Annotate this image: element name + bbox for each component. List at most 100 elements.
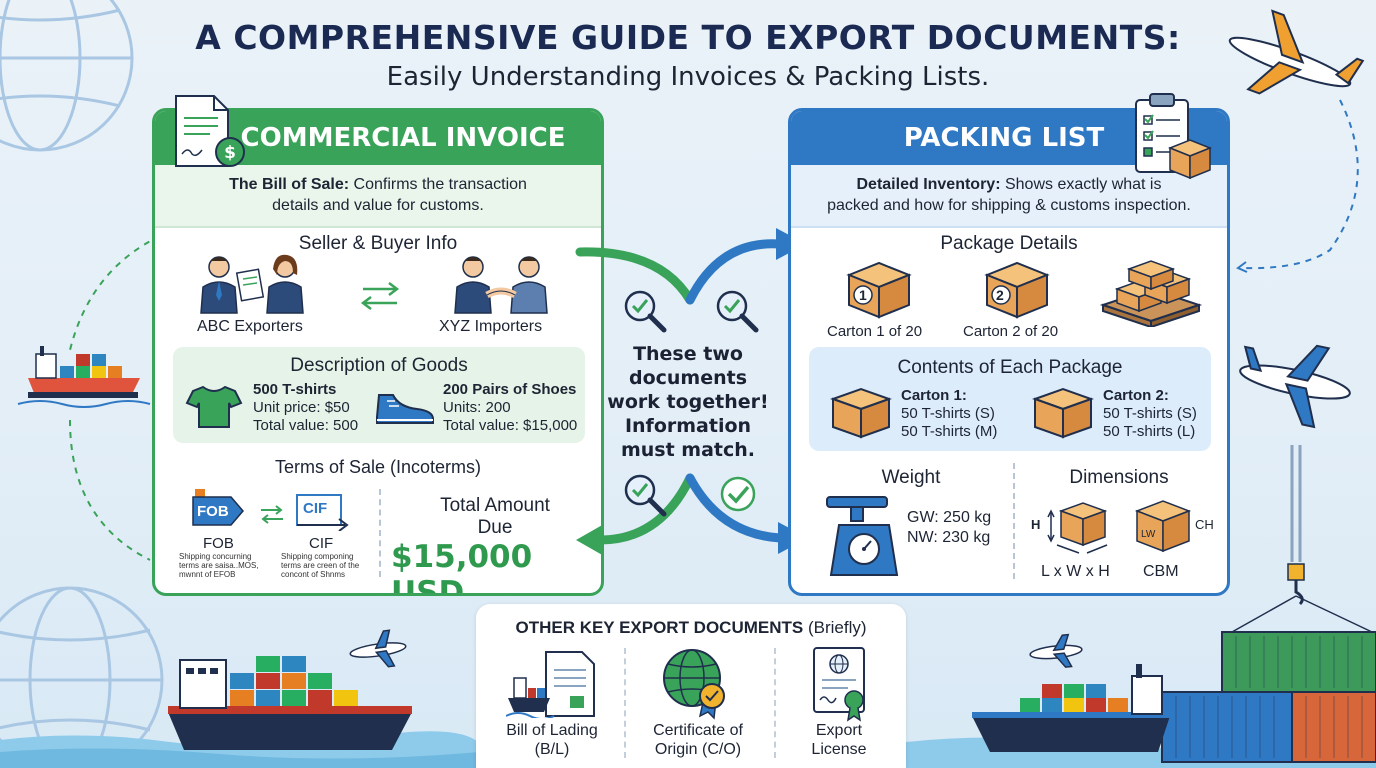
dimensions-title: Dimensions — [1069, 467, 1169, 488]
goods-item-line: Units: 200 — [443, 399, 511, 416]
other-document-line: License — [811, 741, 867, 758]
contents-line: 50 T-shirts (M) — [901, 423, 998, 440]
invoice-document-icon: $ — [175, 95, 245, 167]
cbm-lw-label: LW — [1141, 529, 1156, 540]
bill-of-lading-icon — [506, 651, 595, 718]
carton1-label: Carton 1 of 20 — [827, 323, 923, 340]
globe-icon — [0, 0, 134, 152]
fob-note: Shipping concurning terms are saisa..MOS… — [179, 552, 259, 579]
carton-number: 1 — [859, 287, 867, 303]
packing-list-panel: PACKING LIST Detailed Inventory: Shows e… — [788, 108, 1230, 596]
other-documents-box: OTHER KEY EXPORT DOCUMENTS (Briefly) Bil… — [476, 604, 906, 768]
contents-title: Contents of Each Package — [897, 357, 1123, 378]
exchange-arrows-icon — [360, 282, 400, 310]
goods-item-line: Total value: 500 — [253, 417, 359, 434]
cif-label: CIF — [309, 535, 334, 552]
center-message-line: work together! — [607, 391, 769, 413]
center-message-line: documents — [628, 367, 748, 389]
goods-item-line: Unit price: $50 — [253, 399, 350, 416]
total-label-line: Total Amount — [440, 495, 550, 516]
carton-box-icon — [846, 261, 912, 319]
other-document-label: Export License — [780, 721, 898, 759]
invoice-lead-line2: details and value for customs. — [272, 197, 484, 214]
other-document-label: Bill of Lading (B/L) — [490, 721, 614, 759]
invoice-lead: The Bill of Sale: Confirms the transacti… — [155, 165, 601, 228]
carton2-label: Carton 2 of 20 — [963, 323, 1059, 340]
carton-number: 2 — [996, 287, 1004, 303]
commercial-invoice-panel: COMMERCIAL INVOICE The Bill of Sale: Con… — [152, 108, 604, 596]
total-label: Total Amount Due — [395, 495, 595, 539]
seller-buyer-title: Seller & Buyer Info — [298, 233, 458, 254]
carton-box-icon — [830, 387, 892, 439]
carton-box-icon — [984, 261, 1050, 319]
invoice-lead-key: The Bill of Sale: — [229, 176, 350, 193]
packing-lead-text: Shows exactly what is — [1000, 176, 1162, 193]
invoice-lead-text: Confirms the transaction — [349, 176, 527, 193]
other-document-line: Export — [815, 722, 863, 739]
center-message: These two documents work together! Infor… — [600, 342, 776, 462]
other-divider — [624, 648, 626, 758]
packing-lead: Detailed Inventory: Shows exactly what i… — [791, 165, 1227, 228]
fob-tag-label: FOB — [197, 503, 229, 520]
weighing-scale-icon — [826, 496, 899, 576]
cargo-ship-icon — [168, 656, 412, 750]
magnifier-check-icon — [624, 290, 667, 333]
center-message-line: These two — [633, 343, 743, 365]
airplane-icon — [1029, 633, 1083, 668]
seller-name: ABC Exporters — [197, 318, 303, 335]
fob-tag-icon — [192, 489, 244, 526]
tshirt-icon — [185, 385, 243, 428]
magnifier-check-icon — [624, 474, 667, 517]
shipping-containers-icon — [1161, 631, 1376, 763]
svg-text:$: $ — [224, 143, 236, 163]
terms-divider — [379, 489, 381, 577]
other-document-line: (B/L) — [534, 741, 570, 758]
contents-box: Contents of Each Package Carton 1: 50 T-… — [809, 347, 1211, 451]
other-document-line: Origin (C/O) — [654, 741, 742, 758]
seller-people-icon — [200, 254, 304, 314]
pallet-boxes-icon — [1099, 260, 1203, 327]
crane-hook-icon — [1231, 445, 1373, 633]
goods-item-name: 500 T-shirts — [253, 381, 337, 398]
goods-box: Description of Goods 500 T-shirts Unit p… — [173, 347, 585, 443]
airplane-icon — [1228, 9, 1365, 95]
cif-tag-icon — [296, 494, 349, 531]
contents-line: 50 T-shirts (S) — [1103, 405, 1197, 422]
magnifier-check-icon — [716, 290, 759, 333]
page-subtitle: Easily Understanding Invoices & Packing … — [386, 62, 990, 92]
cif-note: Shipping componing terms are creen of th… — [281, 552, 360, 579]
dimension-h-label: H — [1031, 517, 1041, 532]
packing-lead-key: Detailed Inventory: — [856, 176, 1001, 193]
packing-lead-line2: packed and how for shipping & customs in… — [827, 197, 1191, 214]
cargo-ship-icon — [17, 346, 151, 408]
fob-label: FOB — [203, 535, 234, 552]
terms-title: Terms of Sale (Incoterms) — [274, 457, 482, 477]
cbm-box-icon — [1134, 500, 1192, 553]
other-documents-title-suffix: (Briefly) — [803, 618, 867, 637]
contents-carton-head: Carton 2: — [1103, 387, 1169, 404]
dimensions-box-icon — [1047, 502, 1108, 554]
other-document-label: Certificate of Origin (C/O) — [630, 721, 766, 759]
center-message-line: must match. — [620, 439, 756, 461]
other-document-line: Bill of Lading — [506, 722, 598, 739]
buyer-name: XYZ Importers — [439, 318, 543, 335]
goods-title: Description of Goods — [290, 355, 468, 376]
export-license-icon — [813, 647, 865, 722]
cif-tag-label: CIF — [303, 500, 328, 517]
clipboard-checklist-icon — [1135, 93, 1213, 180]
total-label-line: Due — [477, 517, 513, 538]
other-divider — [774, 648, 776, 758]
dimension-lwh: L x W x H — [1041, 563, 1110, 580]
weight-title: Weight — [881, 467, 941, 488]
other-documents-title: OTHER KEY EXPORT DOCUMENTS (Briefly) — [476, 618, 906, 638]
airplane-icon — [1239, 344, 1351, 429]
globe-icon — [0, 586, 164, 768]
other-documents-title-main: OTHER KEY EXPORT DOCUMENTS — [515, 618, 804, 637]
goods-item-name: 200 Pairs of Shoes — [443, 381, 577, 398]
page-title: A COMPREHENSIVE GUIDE TO EXPORT DOCUMENT… — [195, 18, 1181, 57]
center-message-line: Information — [624, 415, 752, 437]
swap-arrows-icon — [261, 505, 283, 524]
weight-dims-divider — [1013, 463, 1015, 579]
contents-line: 50 T-shirts (L) — [1103, 423, 1196, 440]
check-circle-icon — [720, 476, 756, 512]
